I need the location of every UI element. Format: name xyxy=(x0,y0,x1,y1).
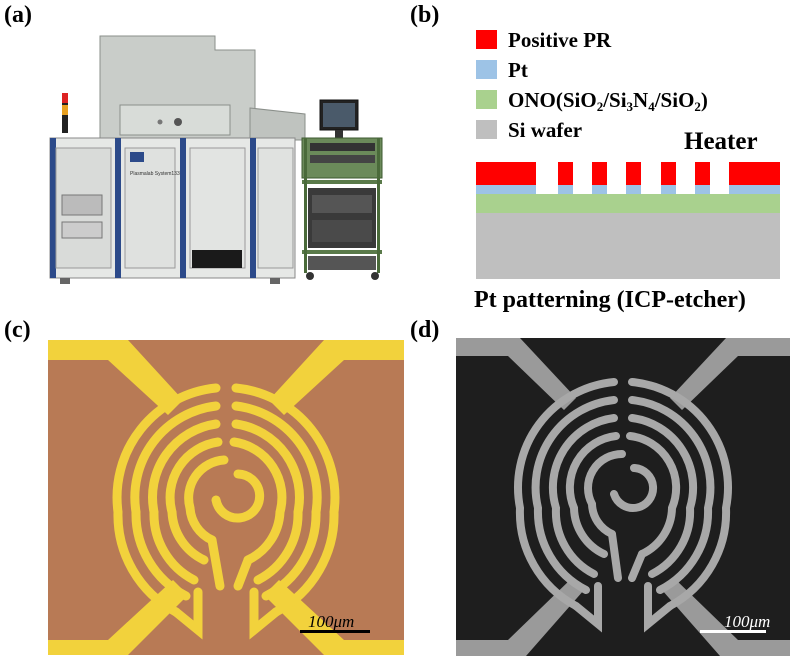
scale-bar xyxy=(300,630,370,633)
sem-scale-bar xyxy=(700,630,766,633)
ono-layer xyxy=(476,194,780,213)
heater-spiral xyxy=(112,383,340,640)
si-wafer-layer xyxy=(476,213,780,279)
swatch-positive-pr xyxy=(476,30,497,49)
legend-label-positive-pr: Positive PR xyxy=(508,28,612,52)
legend-label-si-wafer: Si wafer xyxy=(508,118,583,142)
swatch-ono xyxy=(476,90,497,109)
brand-logo xyxy=(130,152,144,162)
panel-label-b: (b) xyxy=(410,2,440,28)
photoresist-blocks xyxy=(476,162,780,185)
cross-section-diagram xyxy=(476,162,780,279)
panel-label-a: (a) xyxy=(4,2,32,28)
legend-item-si-wafer: Si wafer xyxy=(476,118,776,142)
swatch-si-wafer xyxy=(476,120,497,139)
legend-label-ono: ONO(SiO2/Si3N4/SiO2) xyxy=(508,88,708,114)
heater-label: Heater xyxy=(684,128,758,155)
optical-micrograph xyxy=(48,340,404,655)
pt-lines xyxy=(476,185,780,194)
swatch-pt xyxy=(476,60,497,79)
sem-contact-pads xyxy=(456,338,790,656)
sem-heater-spiral xyxy=(514,378,732,633)
legend-label-pt: Pt xyxy=(508,58,528,82)
legend-item-pt: Pt xyxy=(476,58,776,82)
sem-image xyxy=(456,338,790,656)
panel-label-d: (d) xyxy=(410,317,440,343)
diagram-caption: Pt patterning (ICP-etcher) xyxy=(474,287,746,313)
legend-item-ono: ONO(SiO2/Si3N4/SiO2) xyxy=(476,88,776,114)
icp-etcher-photo: Plasmalab System133 xyxy=(49,35,383,284)
scale-bar-label-sem: 100μm xyxy=(724,612,771,631)
brand-text: Plasmalab System133 xyxy=(130,171,180,177)
legend-item-positive-pr: Positive PR xyxy=(476,28,776,52)
scale-bar-label-optical: 100μm xyxy=(308,612,355,631)
panel-label-c: (c) xyxy=(4,317,31,343)
